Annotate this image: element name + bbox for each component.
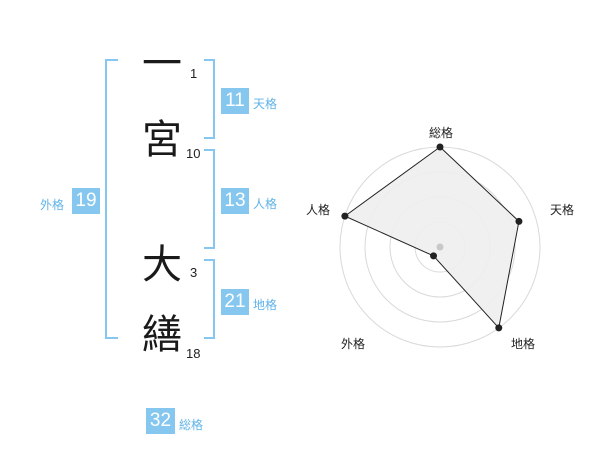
chikaku-value: 21 xyxy=(221,289,249,315)
jinkaku-bracket xyxy=(204,149,215,249)
gaikaku-bracket xyxy=(105,59,118,339)
name-char-1: 一 xyxy=(142,41,182,87)
radar-point xyxy=(436,143,444,151)
name-char-4: 繕 xyxy=(142,312,182,358)
radar-score-polygon xyxy=(343,146,520,329)
radar-label-tenkaku: 天格 xyxy=(550,203,575,217)
gaikaku-value: 19 xyxy=(72,188,100,214)
radar-point xyxy=(515,217,523,225)
stroke-count-2: 10 xyxy=(186,146,201,161)
chikaku-label: 地格 xyxy=(253,298,278,312)
tenkaku-bracket xyxy=(204,59,215,139)
soukaku-label: 総格 xyxy=(179,418,204,432)
radar-point xyxy=(341,212,349,220)
radar-center-dot xyxy=(436,243,444,251)
chikaku-bracket xyxy=(204,259,215,339)
radar-point xyxy=(495,324,503,332)
name-char-3: 大 xyxy=(142,242,182,288)
radar-label-soukaku: 総格 xyxy=(429,126,454,140)
stroke-count-4: 18 xyxy=(186,346,201,361)
jinkaku-label: 人格 xyxy=(253,197,278,211)
jinkaku-value: 13 xyxy=(221,188,249,214)
stroke-count-1: 1 xyxy=(190,66,198,81)
soukaku-value: 32 xyxy=(146,408,175,434)
gaikaku-label: 外格 xyxy=(40,198,65,212)
radar-label-chikaku: 地格 xyxy=(511,337,536,351)
radar-label-gaikaku: 外格 xyxy=(341,337,366,351)
radar-label-jinkaku: 人格 xyxy=(306,203,331,217)
tenkaku-label: 天格 xyxy=(253,97,278,111)
stroke-count-3: 3 xyxy=(190,265,198,280)
name-char-2: 宮 xyxy=(142,117,182,163)
tenkaku-value: 11 xyxy=(221,88,249,114)
radar-point xyxy=(430,252,438,260)
